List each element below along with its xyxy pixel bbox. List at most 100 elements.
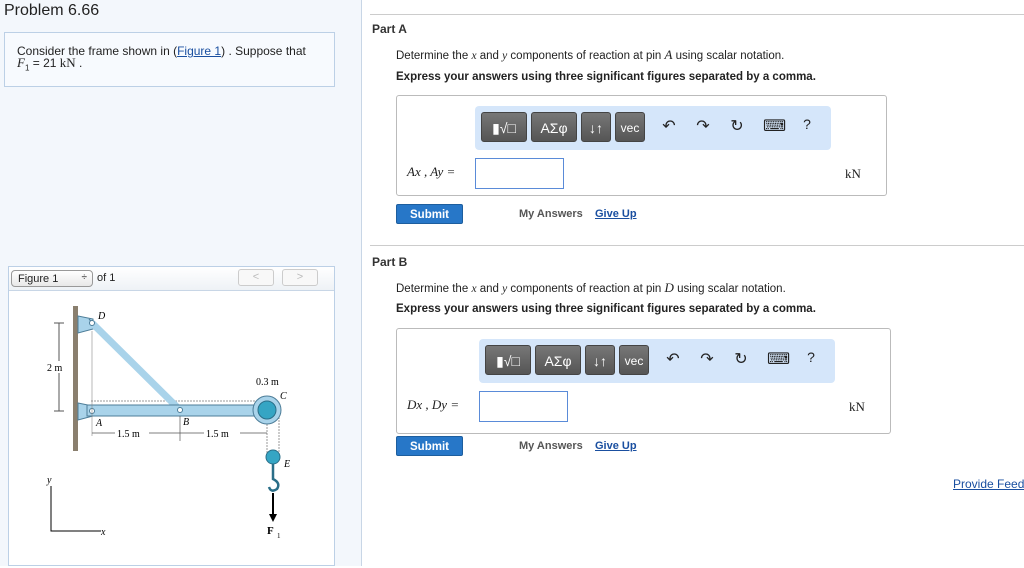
label-e: E — [283, 459, 290, 470]
part-a-instructions: Express your answers using three signifi… — [396, 71, 816, 83]
redo-icon[interactable]: ↷ — [696, 118, 710, 135]
figure-link[interactable]: Figure 1 — [177, 44, 222, 58]
problem-title: Problem 6.66 — [4, 2, 100, 19]
part-a-answer-box: ▮√□ ΑΣφ ↓↑ vec ↶ ↷ ↻ ⌨ ? Ax , Ay = kN — [396, 95, 887, 196]
greek-button[interactable]: ΑΣφ — [535, 345, 581, 375]
redo-icon[interactable]: ↷ — [700, 351, 714, 368]
part-a-give-up[interactable]: Give Up — [595, 208, 637, 220]
divider — [370, 245, 1024, 246]
force-label-sub: 1 — [277, 532, 281, 540]
arrows-button[interactable]: ↓↑ — [581, 112, 611, 142]
part-a-submit-button[interactable]: Submit — [396, 204, 463, 224]
part-b-submit-button[interactable]: Submit — [396, 436, 463, 456]
part-a-my-answers[interactable]: My Answers — [519, 208, 583, 220]
vec-button[interactable]: vec — [615, 112, 645, 142]
label-a: A — [95, 418, 103, 429]
q-text: using scalar notation. — [673, 283, 786, 295]
problem-statement: Consider the frame shown in (Figure 1) .… — [4, 32, 335, 87]
label-bg — [115, 427, 149, 439]
dim-1-5m-b: 1.5 m — [206, 429, 229, 440]
math-toolbar: ▮√□ ΑΣφ ↓↑ vec ↶ ↷ ↻ ⌨ ? — [479, 339, 835, 383]
q-text: components of reaction at pin — [507, 283, 665, 295]
part-b-instructions: Express your answers using three signifi… — [396, 303, 816, 315]
part-a-question: Determine the x and y components of reac… — [396, 47, 784, 63]
figure-header: Figure 1 ÷ of 1 < > — [9, 267, 334, 291]
force-unit: kN — [59, 55, 76, 70]
figure-panel: Figure 1 ÷ of 1 < > — [8, 266, 335, 566]
q-text: and — [476, 50, 503, 62]
dim-0-3m: 0.3 m — [256, 377, 279, 388]
keyboard-icon[interactable]: ⌨ — [763, 118, 787, 135]
part-b-answer-box: ▮√□ ΑΣφ ↓↑ vec ↶ ↷ ↻ ⌨ ? Dx , Dy = kN — [396, 328, 891, 434]
reset-icon[interactable]: ↻ — [734, 351, 748, 368]
part-b-unit: kN — [849, 399, 865, 414]
force-value: = 21 — [29, 56, 60, 70]
statement-end: . — [75, 56, 83, 70]
pulley-c-inner — [257, 400, 277, 420]
wall — [73, 306, 78, 451]
help-icon[interactable]: ? — [803, 116, 811, 132]
q-y: y — [502, 283, 508, 295]
templates-button[interactable]: ▮√□ — [481, 112, 527, 142]
q-y: y — [502, 50, 508, 62]
statement-text: Consider the frame shown in ( — [17, 44, 178, 58]
prev-figure-button[interactable]: < — [238, 269, 274, 286]
figure-select[interactable]: Figure 1 ÷ — [11, 270, 93, 287]
dim-2m: 2 m — [47, 363, 63, 374]
keyboard-icon[interactable]: ⌨ — [767, 351, 791, 368]
label-bg — [204, 427, 240, 439]
vec-button[interactable]: vec — [619, 345, 649, 375]
part-b-give-up[interactable]: Give Up — [595, 440, 637, 452]
greek-button[interactable]: ΑΣφ — [531, 112, 577, 142]
q-text: Determine the — [396, 50, 472, 62]
label-bg — [47, 361, 71, 373]
part-a-label: Ax , Ay = — [407, 164, 456, 179]
part-a-unit: kN — [845, 166, 861, 181]
force-label: F — [267, 525, 274, 537]
q-text: using scalar notation. — [672, 50, 785, 62]
provide-feedback-link[interactable]: Provide Feed — [953, 477, 1024, 491]
math-toolbar: ▮√□ ΑΣφ ↓↑ vec ↶ ↷ ↻ ⌨ ? — [475, 106, 831, 150]
label-b: B — [183, 417, 189, 428]
problem-panel: Problem 6.66 Consider the frame shown in… — [0, 0, 362, 566]
divider — [370, 14, 1024, 15]
part-a-answer-input[interactable] — [475, 158, 564, 189]
part-b-title: Part B — [372, 255, 408, 269]
q-x: x — [471, 50, 477, 62]
part-b-question: Determine the x and y components of reac… — [396, 280, 786, 296]
q-x: x — [471, 283, 477, 295]
member-bd-fill — [89, 320, 183, 413]
templates-button[interactable]: ▮√□ — [485, 345, 531, 375]
support-d — [77, 315, 94, 334]
pulley-e — [265, 449, 281, 465]
hook-icon — [267, 464, 280, 492]
force-arrowhead — [269, 514, 277, 522]
axis-x-label: x — [100, 527, 106, 538]
part-a-title: Part A — [372, 22, 407, 36]
figure-count: of 1 — [97, 272, 116, 284]
next-figure-button[interactable]: > — [282, 269, 318, 286]
pin-b — [177, 407, 183, 413]
part-b-answer-input[interactable] — [479, 391, 568, 422]
reset-icon[interactable]: ↻ — [730, 118, 744, 135]
arrows-button[interactable]: ↓↑ — [585, 345, 615, 375]
undo-icon[interactable]: ↶ — [662, 118, 676, 135]
q-text: and — [476, 283, 503, 295]
q-text: Determine the — [396, 283, 472, 295]
axes-icon — [50, 486, 101, 532]
part-b-my-answers[interactable]: My Answers — [519, 440, 583, 452]
pin-d — [89, 320, 95, 326]
frame-figure: D A B C E y x 2 m 0.3 m 1.5 m 1.5 m F — [46, 306, 290, 540]
q-pin: A — [664, 47, 673, 62]
figure-select-value: Figure 1 — [18, 273, 59, 285]
q-pin: D — [664, 280, 674, 295]
help-icon[interactable]: ? — [807, 349, 815, 365]
statement-text: ) . Suppose that — [221, 44, 306, 58]
force-sub: 1 — [24, 63, 30, 73]
label-c: C — [280, 391, 287, 402]
label-d: D — [97, 311, 106, 322]
axis-y-label: y — [46, 475, 52, 486]
part-b-label: Dx , Dy = — [407, 397, 460, 412]
undo-icon[interactable]: ↶ — [666, 351, 680, 368]
select-arrow-icon: ÷ — [81, 272, 88, 283]
